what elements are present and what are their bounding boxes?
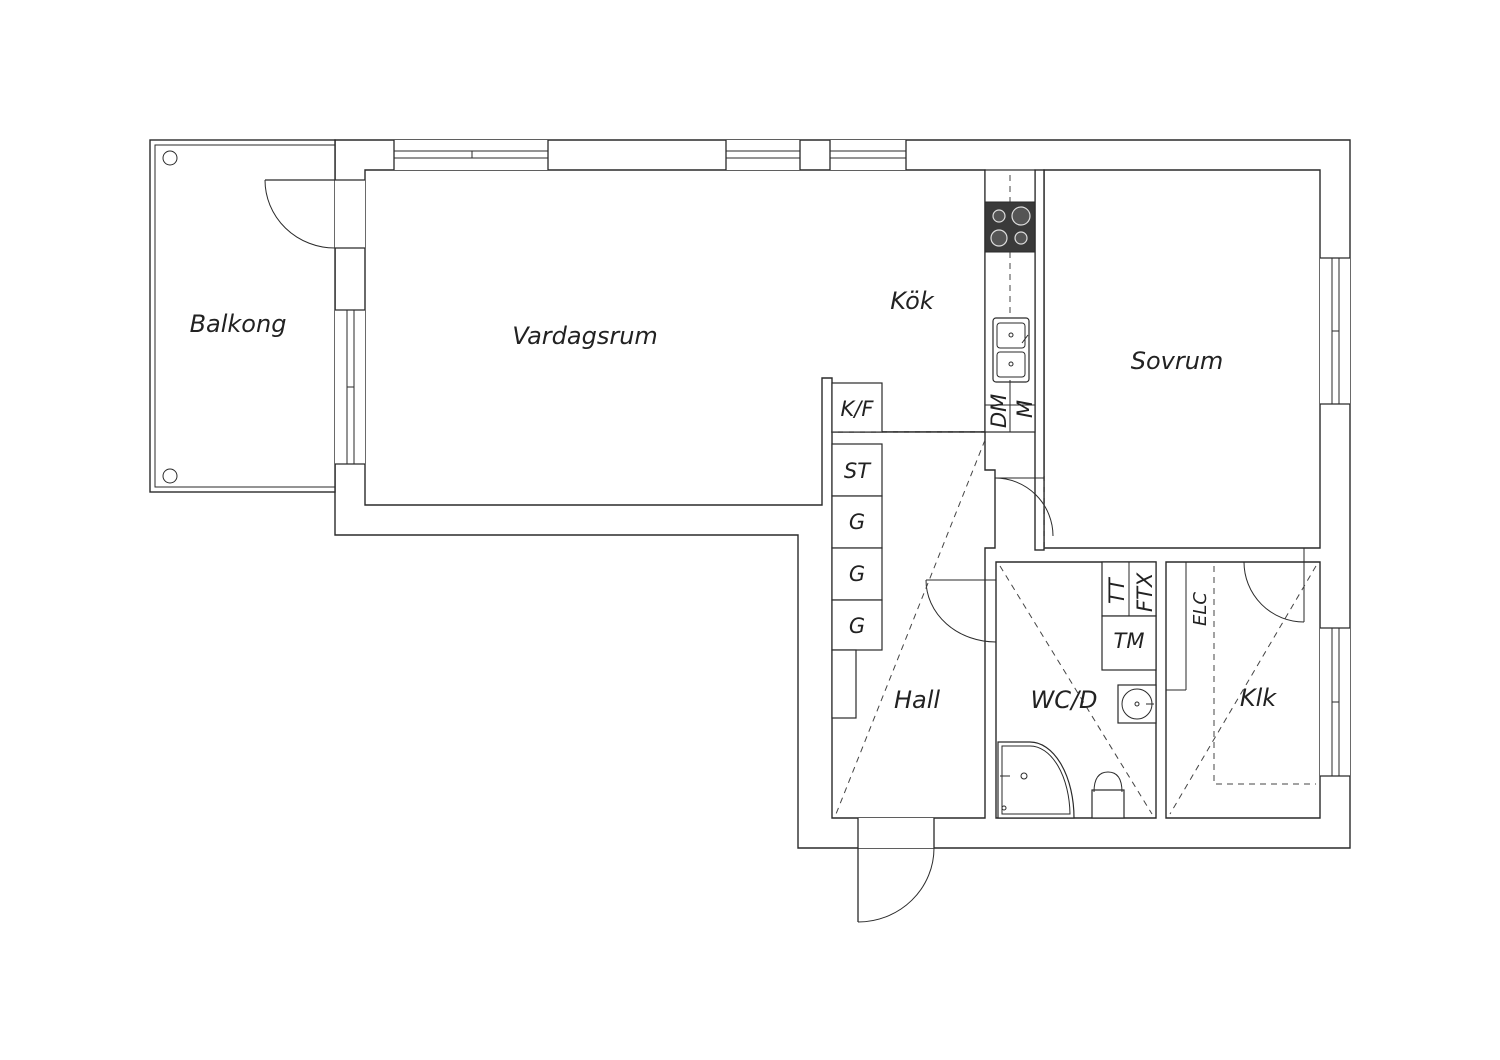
room-label-kok: Kök <box>890 287 935 315</box>
room-label-vardagsrum: Vardagsrum <box>512 322 658 350</box>
bathroom-storage: TT FTX TM <box>1101 561 1157 671</box>
closet-door <box>1243 548 1305 623</box>
window-top-2 <box>725 140 801 170</box>
kitchen-bedroom-wall <box>1034 169 1045 551</box>
window-top-3 <box>829 140 907 170</box>
window-closet <box>1320 627 1350 777</box>
electric-cabinet: ELC <box>1166 562 1211 691</box>
bedroom-door <box>994 477 1054 537</box>
balcony-post-icon <box>162 468 178 484</box>
tt-label: TT <box>1105 576 1129 604</box>
dm-label: DM <box>987 394 1011 428</box>
balcony-post-icon <box>162 150 178 166</box>
kf-label: K/F <box>841 397 875 421</box>
closet-dash-rect <box>1213 566 1316 785</box>
entrance-door <box>857 818 935 923</box>
closet-dash-diagonal <box>1169 565 1317 815</box>
bathroom-door <box>925 579 997 643</box>
balcony-outline <box>149 139 336 493</box>
g1-label: G <box>849 510 865 534</box>
room-label-balkong: Balkong <box>190 310 287 338</box>
hall-dash-diagonal <box>835 439 986 815</box>
window-top-1 <box>393 140 549 170</box>
bathroom-dash-1 <box>999 565 1153 815</box>
tm-label: TM <box>1114 629 1145 653</box>
ftx-label: FTX <box>1133 572 1157 612</box>
window-bedroom <box>1320 257 1350 405</box>
m-label: M <box>1013 400 1037 418</box>
dishwasher-microwave: DM M <box>985 380 1037 432</box>
room-label-hall: Hall <box>894 686 940 714</box>
room-label-sovrum: Sovrum <box>1131 347 1224 375</box>
stove-icon <box>984 201 1036 253</box>
room-label-klk: Klk <box>1240 684 1277 712</box>
window-balcony-wall <box>335 309 365 465</box>
g2-label: G <box>849 562 865 586</box>
elc-label: ELC <box>1190 592 1211 626</box>
washbasin-icon <box>1117 684 1157 724</box>
shower-icon <box>997 741 1075 819</box>
g3-label: G <box>849 614 865 638</box>
fridge-freezer: K/F <box>831 382 883 433</box>
kitchen-sink-icon <box>992 317 1030 383</box>
hall-storage: ST G G G <box>831 443 883 719</box>
st-label: ST <box>844 459 872 483</box>
toilet-icon <box>1091 771 1125 819</box>
balcony-door <box>264 179 365 249</box>
room-label-wc-d: WC/D <box>1030 686 1097 714</box>
